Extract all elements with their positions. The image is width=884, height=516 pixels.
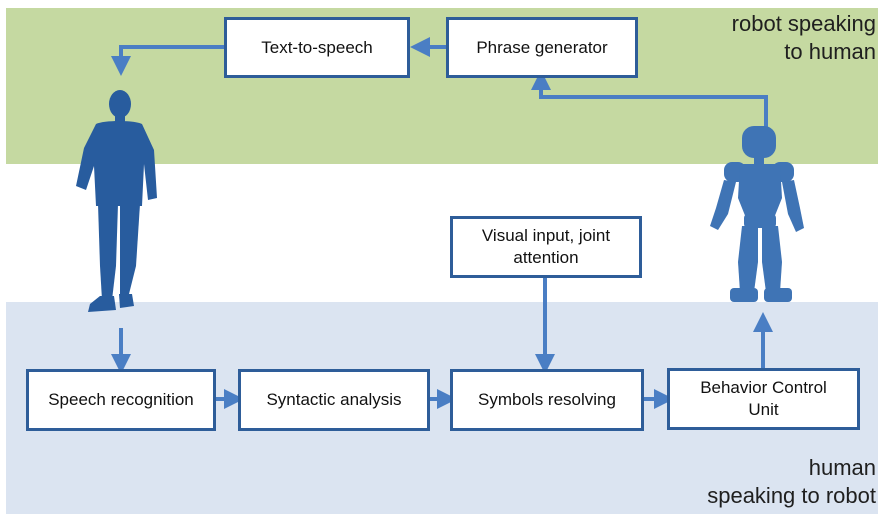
human-icon <box>76 90 157 312</box>
arrow-tts-to-human <box>111 45 224 76</box>
arrow-robot-to-phrase <box>531 70 768 128</box>
text-to-speech-box: Text-to-speech <box>224 17 410 78</box>
robot-speaking-label-line2: to human <box>784 39 876 64</box>
behavior-control-unit-box: Behavior Control Unit <box>667 368 860 430</box>
human-speaking-label-line2: speaking to robot <box>707 483 876 508</box>
visual-input-box: Visual input, joint attention <box>450 216 642 278</box>
phrase-generator-label: Phrase generator <box>476 37 608 57</box>
robot-icon <box>710 126 804 302</box>
syntactic-analysis-box: Syntactic analysis <box>238 369 430 431</box>
speech-recognition-box: Speech recognition <box>26 369 216 431</box>
phrase-generator-box: Phrase generator <box>446 17 638 78</box>
behavior-control-label-line2: Unit <box>748 400 779 419</box>
human-speaking-label-line1: human <box>808 455 876 480</box>
text-to-speech-label: Text-to-speech <box>261 37 373 57</box>
symbols-resolving-box: Symbols resolving <box>450 369 644 431</box>
visual-input-label-line1: Visual input, joint <box>481 226 611 245</box>
robot-speaking-label: robot speaking to human <box>732 10 876 66</box>
human-speaking-label: human speaking to robot <box>707 454 876 510</box>
visual-input-label-line2: attention <box>513 248 579 267</box>
speech-recognition-label: Speech recognition <box>48 390 194 409</box>
robot-speaking-label-line1: robot speaking <box>731 11 876 36</box>
robot-speaking-band <box>6 8 878 164</box>
behavior-control-label-line1: Behavior Control <box>700 378 827 397</box>
symbols-resolving-label: Symbols resolving <box>478 390 616 409</box>
syntactic-analysis-label: Syntactic analysis <box>266 390 402 409</box>
